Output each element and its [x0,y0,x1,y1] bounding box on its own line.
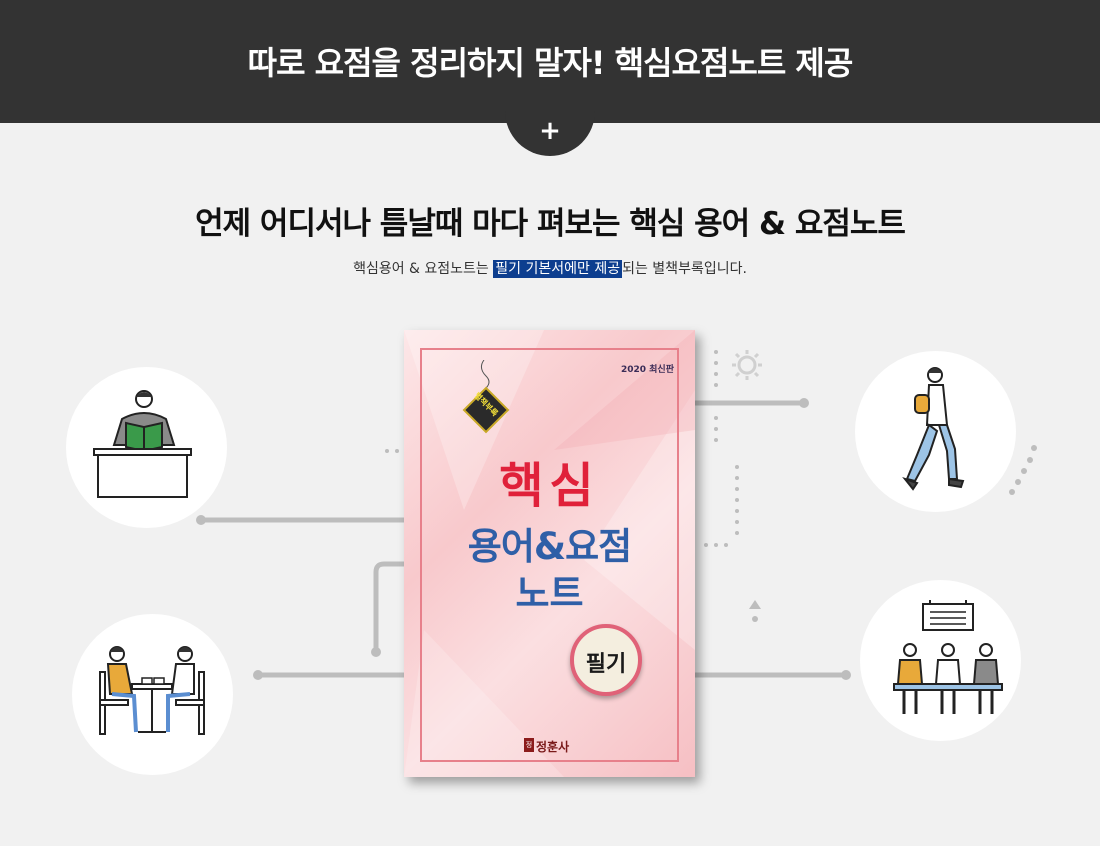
publisher-mark: 정 [524,738,534,752]
people-waiting-on-bench-icon [860,580,1021,741]
subtitle: 언제 어디서나 틈날때 마다 펴보는 핵심 용어 & 요점노트 [195,206,906,242]
book-title-line2: 용어&요점 [467,525,632,568]
person-walking-with-backpack-icon [855,351,1016,512]
description-highlight: 필기 기본서에만 제공 [493,260,623,278]
person-reading-at-desk-icon [66,367,227,528]
book-tag: 별책부록 [456,359,516,440]
book-title-line3: 노트 [515,572,584,615]
description-text-end: 되는 별책부록입니다. [622,261,747,277]
book-badge-label: 필기 [585,652,627,677]
description-text: 핵심용어 & 요점노트는 [353,261,494,277]
gear-icon [732,350,762,380]
header-title: 따로 요점을 정리하지 말자! 핵심요점노트 제공 [247,44,854,82]
plus-icon: + [539,116,561,146]
book-frame [420,348,679,762]
book-edition: 2020 최신판 [620,365,674,375]
two-people-at-table-icon [72,614,233,775]
publisher-name: 정훈사 [536,740,570,754]
book-title-line1: 핵심 [499,458,600,514]
book-badge: 필기 [570,624,642,696]
publisher-logo: 정 정훈사 [522,736,582,760]
book-cover: 2020 최신판 별책부록 핵심 용어&요점 노트 필기 정 정훈사 [404,330,695,777]
